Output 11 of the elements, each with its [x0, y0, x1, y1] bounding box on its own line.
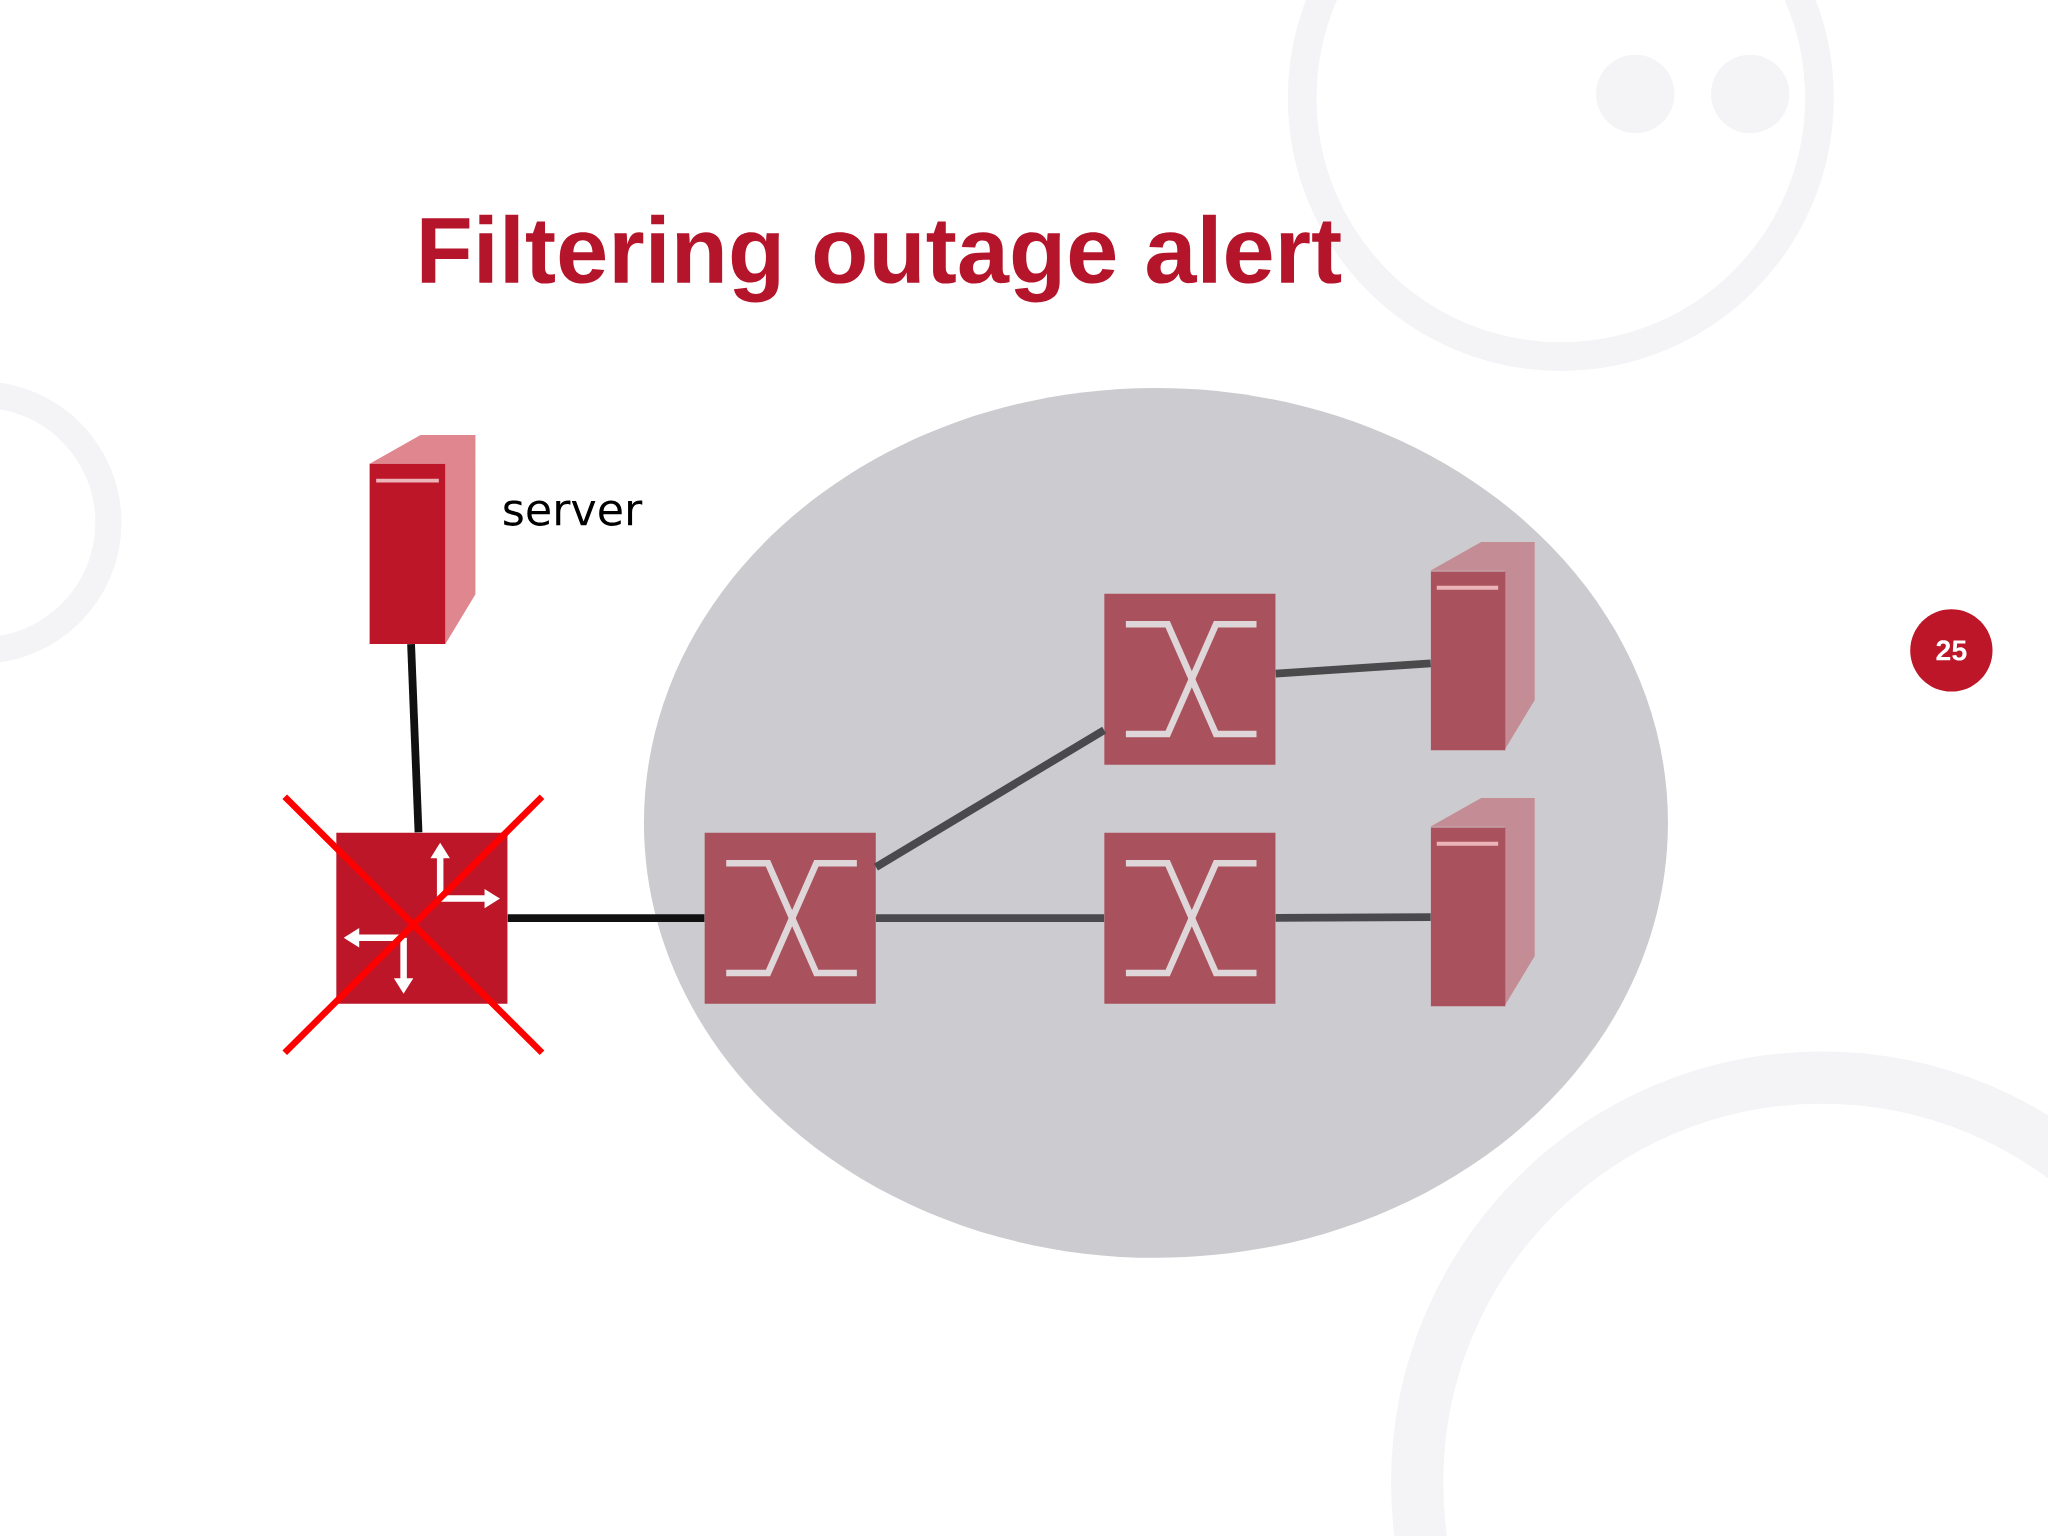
- server-icon: [1430, 798, 1535, 1007]
- title: Filtering outage alert: [421, 214, 1342, 303]
- server-icon: [1430, 542, 1535, 751]
- server-icon: [369, 434, 476, 644]
- switch-icon: [1104, 593, 1276, 765]
- router-icon: [282, 794, 545, 1056]
- connector-line: [873, 726, 1107, 871]
- switch-icon: [704, 832, 876, 1004]
- page-number: 25: [1910, 609, 1993, 692]
- switch-icon: [1104, 832, 1276, 1004]
- server-label: server: [504, 500, 643, 526]
